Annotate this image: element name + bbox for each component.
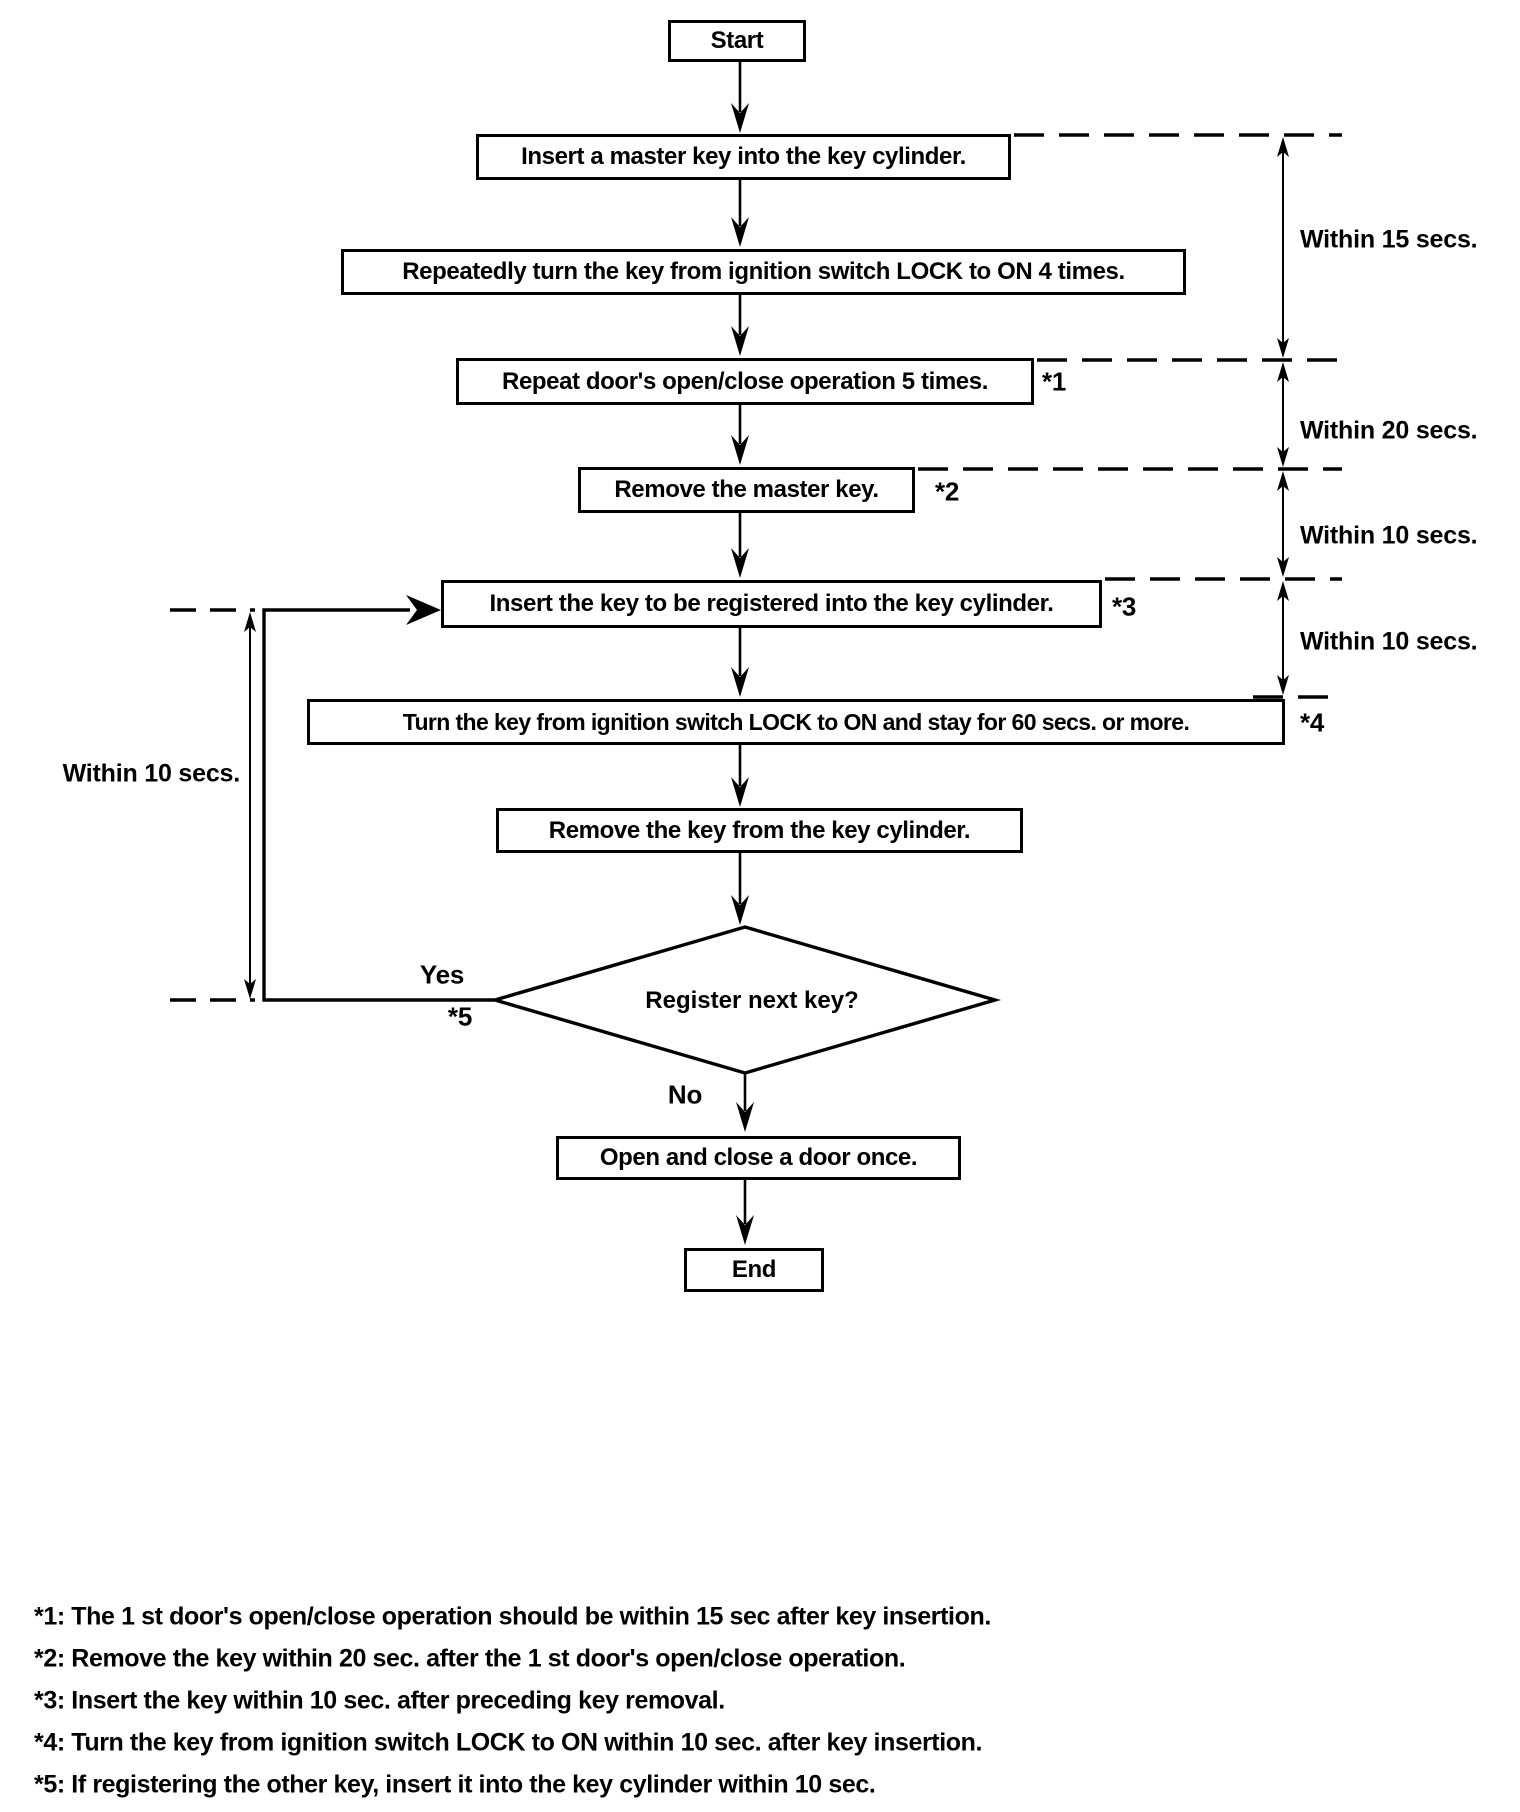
decision-label: Register next key? bbox=[645, 987, 859, 1014]
timing-label-within-15-secs: Within 15 secs. bbox=[1300, 225, 1478, 254]
node-turn-key-4-times: Repeatedly turn the key from ignition sw… bbox=[341, 249, 1186, 295]
node-turn-key-60-secs: Turn the key from ignition switch LOCK t… bbox=[307, 699, 1285, 745]
branch-label-yes: Yes bbox=[419, 959, 465, 990]
timing-label-within-10-secs-left: Within 10 secs. bbox=[62, 759, 241, 788]
ref-mark-2: *2 bbox=[935, 476, 960, 507]
ref-mark-3: *3 bbox=[1112, 591, 1137, 622]
node-remove-master-key: Remove the master key. bbox=[578, 467, 915, 513]
footnote-2: *2: Remove the key within 20 sec. after … bbox=[34, 1644, 906, 1673]
flow-arrowheads bbox=[731, 103, 754, 1245]
timing-label-within-20-secs: Within 20 secs. bbox=[1300, 416, 1478, 445]
yes-loop-line bbox=[262, 608, 495, 1002]
node-repeat-door-open-close: Repeat door's open/close operation 5 tim… bbox=[456, 358, 1034, 405]
footnote-3: *3: Insert the key within 10 sec. after … bbox=[34, 1686, 725, 1715]
footnote-4: *4: Turn the key from ignition switch LO… bbox=[34, 1728, 983, 1757]
footnote-5: *5: If registering the other key, insert… bbox=[34, 1770, 876, 1799]
node-start: Start bbox=[668, 20, 806, 62]
node-open-close-door-once: Open and close a door once. bbox=[556, 1136, 961, 1180]
yes-loop-arrowhead bbox=[406, 595, 441, 625]
ref-mark-4: *4 bbox=[1300, 707, 1325, 738]
footnote-1: *1: The 1 st door's open/close operation… bbox=[34, 1602, 991, 1631]
timing-label-within-10-secs-b: Within 10 secs. bbox=[1300, 627, 1478, 656]
branch-label-no: No bbox=[667, 1079, 703, 1110]
ref-mark-5: *5 bbox=[447, 1001, 473, 1032]
timing-label-within-10-secs-a: Within 10 secs. bbox=[1300, 521, 1478, 550]
node-end: End bbox=[684, 1248, 824, 1292]
decision-diamond-shape bbox=[488, 925, 1002, 1075]
node-remove-key: Remove the key from the key cylinder. bbox=[496, 808, 1023, 853]
node-insert-key-to-register: Insert the key to be registered into the… bbox=[441, 580, 1102, 628]
node-insert-master-key: Insert a master key into the key cylinde… bbox=[476, 134, 1011, 180]
left-dimension-arrowheads bbox=[244, 612, 256, 999]
right-dimension-arrowheads bbox=[1277, 137, 1289, 695]
ref-mark-1: *1 bbox=[1042, 366, 1067, 397]
